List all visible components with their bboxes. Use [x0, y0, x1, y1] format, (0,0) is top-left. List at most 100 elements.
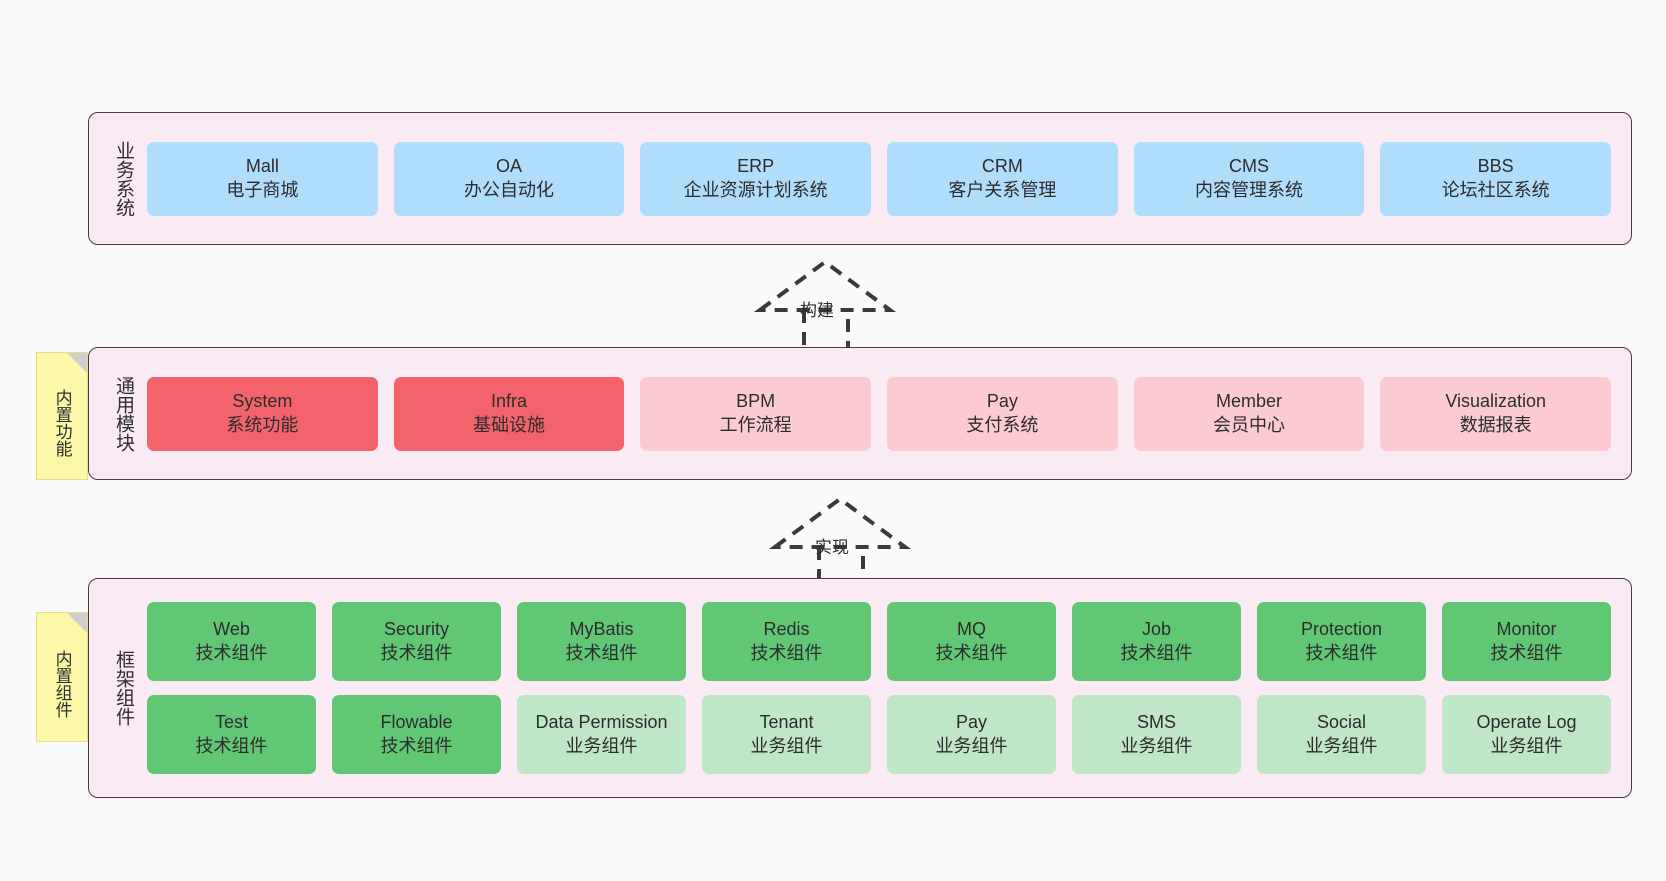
card-title: Visualization — [1445, 391, 1547, 412]
card-mybatis[interactable]: MyBatis 技术组件 — [517, 602, 686, 681]
card-title: Member — [1216, 391, 1283, 412]
card-web[interactable]: Web 技术组件 — [147, 602, 316, 681]
card-subtitle: 技术组件 — [195, 642, 268, 663]
card-job[interactable]: Job 技术组件 — [1072, 602, 1241, 681]
card-title: SMS — [1136, 712, 1176, 733]
card-title: Test — [214, 712, 248, 733]
card-data-permission[interactable]: Data Permission 业务组件 — [517, 695, 686, 774]
card-subtitle: 系统功能 — [226, 414, 299, 435]
note-builtin-component-label: 内置组件 — [52, 650, 72, 718]
card-row: Mall 电子商城 OA 办公自动化 ERP 企业资源计划系统 CRM 客户关系… — [141, 141, 1617, 216]
note-fold-corner-icon — [67, 353, 87, 373]
layer-common-module: 通用模块 System 系统功能 Infra 基础设施 BPM 工作流程 Pay… — [88, 347, 1632, 480]
card-title: Job — [1141, 619, 1172, 640]
layer-body-common-module: System 系统功能 Infra 基础设施 BPM 工作流程 Pay 支付系统… — [141, 348, 1631, 479]
card-title: ERP — [737, 156, 775, 177]
card-pay-module[interactable]: Pay 支付系统 — [887, 376, 1118, 451]
card-title: Protection — [1300, 619, 1383, 640]
card-subtitle: 工作流程 — [719, 414, 792, 435]
card-title: System — [232, 391, 293, 412]
card-subtitle: 业务组件 — [1305, 735, 1378, 756]
layer-body-framework-component: Web 技术组件 Security 技术组件 MyBatis 技术组件 Redi… — [141, 579, 1631, 797]
card-title: Redis — [763, 619, 810, 640]
card-tenant[interactable]: Tenant 业务组件 — [702, 695, 871, 774]
card-title: Monitor — [1496, 619, 1557, 640]
card-title: Security — [383, 619, 450, 640]
card-infra[interactable]: Infra 基础设施 — [393, 376, 625, 451]
card-subtitle: 技术组件 — [1490, 642, 1563, 663]
card-subtitle: 业务组件 — [1120, 735, 1193, 756]
card-oa[interactable]: OA 办公自动化 — [393, 141, 625, 216]
connector-realize-label: 实现 — [815, 538, 849, 557]
card-title: Infra — [490, 391, 528, 412]
card-subtitle: 业务组件 — [1490, 735, 1563, 756]
card-sms[interactable]: SMS 业务组件 — [1072, 695, 1241, 774]
card-title: Pay — [955, 712, 988, 733]
layer-title-common-module: 通用模块 — [113, 375, 134, 452]
card-test[interactable]: Test 技术组件 — [147, 695, 316, 774]
card-subtitle: 技术组件 — [380, 642, 453, 663]
card-title: Mall — [245, 156, 279, 177]
card-member[interactable]: Member 会员中心 — [1133, 376, 1365, 451]
card-subtitle: 支付系统 — [966, 414, 1039, 435]
card-subtitle: 技术组件 — [380, 735, 453, 756]
card-subtitle: 电子商城 — [226, 179, 299, 200]
card-subtitle: 技术组件 — [935, 642, 1008, 663]
card-title: CRM — [981, 156, 1023, 177]
card-social[interactable]: Social 业务组件 — [1257, 695, 1426, 774]
card-bpm[interactable]: BPM 工作流程 — [640, 376, 872, 451]
card-subtitle: 技术组件 — [565, 642, 638, 663]
card-subtitle: 基础设施 — [473, 414, 545, 435]
card-title: Pay — [986, 391, 1018, 412]
card-subtitle: 业务组件 — [565, 735, 638, 756]
card-row: Web 技术组件 Security 技术组件 MyBatis 技术组件 Redi… — [141, 602, 1617, 681]
card-row: System 系统功能 Infra 基础设施 BPM 工作流程 Pay 支付系统… — [141, 376, 1617, 451]
card-cms[interactable]: CMS 内容管理系统 — [1133, 141, 1365, 216]
card-title: Tenant — [759, 712, 814, 733]
connector-build-label: 构建 — [800, 301, 834, 320]
card-title: MQ — [957, 619, 986, 640]
card-subtitle: 客户关系管理 — [948, 179, 1057, 200]
card-redis[interactable]: Redis 技术组件 — [702, 602, 871, 681]
layer-business-system: 业务系统 Mall 电子商城 OA 办公自动化 ERP 企业资源计划系统 CRM… — [88, 112, 1632, 245]
card-title: CMS — [1229, 156, 1270, 177]
card-protection[interactable]: Protection 技术组件 — [1257, 602, 1426, 681]
card-operate-log[interactable]: Operate Log 业务组件 — [1442, 695, 1611, 774]
card-title: BPM — [736, 391, 776, 412]
card-title: OA — [496, 156, 523, 177]
card-subtitle: 数据报表 — [1459, 414, 1532, 435]
card-subtitle: 论坛社区系统 — [1441, 179, 1550, 200]
connector-build: 构建 — [740, 250, 940, 360]
card-subtitle: 技术组件 — [750, 642, 823, 663]
card-subtitle: 办公自动化 — [464, 179, 554, 200]
note-fold-corner-icon — [67, 613, 87, 633]
card-system[interactable]: System 系统功能 — [147, 376, 378, 451]
connector-build-arrow — [753, 259, 897, 356]
card-monitor[interactable]: Monitor 技术组件 — [1442, 602, 1611, 681]
card-subtitle: 企业资源计划系统 — [683, 179, 828, 200]
card-title: MyBatis — [569, 619, 634, 640]
card-row: Test 技术组件 Flowable 技术组件 Data Permission … — [141, 695, 1617, 774]
card-subtitle: 技术组件 — [1305, 642, 1378, 663]
layer-framework-component: 框架组件 Web 技术组件 Security 技术组件 MyBatis 技术组件… — [88, 578, 1632, 798]
card-mall[interactable]: Mall 电子商城 — [147, 141, 378, 216]
card-mq[interactable]: MQ 技术组件 — [887, 602, 1056, 681]
card-subtitle: 技术组件 — [195, 735, 268, 756]
card-erp[interactable]: ERP 企业资源计划系统 — [640, 141, 872, 216]
card-bbs[interactable]: BBS 论坛社区系统 — [1380, 141, 1612, 216]
note-builtin-function-label: 内置功能 — [52, 389, 72, 457]
card-title: Flowable — [380, 712, 453, 733]
card-title: Web — [213, 619, 250, 640]
note-builtin-component: 内置组件 — [36, 612, 88, 742]
card-flowable[interactable]: Flowable 技术组件 — [332, 695, 501, 774]
card-visualization[interactable]: Visualization 数据报表 — [1380, 376, 1612, 451]
card-pay-component[interactable]: Pay 业务组件 — [887, 695, 1056, 774]
card-subtitle: 内容管理系统 — [1195, 179, 1304, 200]
card-title: Data Permission — [535, 712, 668, 733]
layer-title-framework-component: 框架组件 — [113, 650, 134, 726]
card-security[interactable]: Security 技术组件 — [332, 602, 501, 681]
card-crm[interactable]: CRM 客户关系管理 — [887, 141, 1118, 216]
card-subtitle: 业务组件 — [750, 735, 823, 756]
layer-title-business-system: 业务系统 — [113, 140, 134, 217]
